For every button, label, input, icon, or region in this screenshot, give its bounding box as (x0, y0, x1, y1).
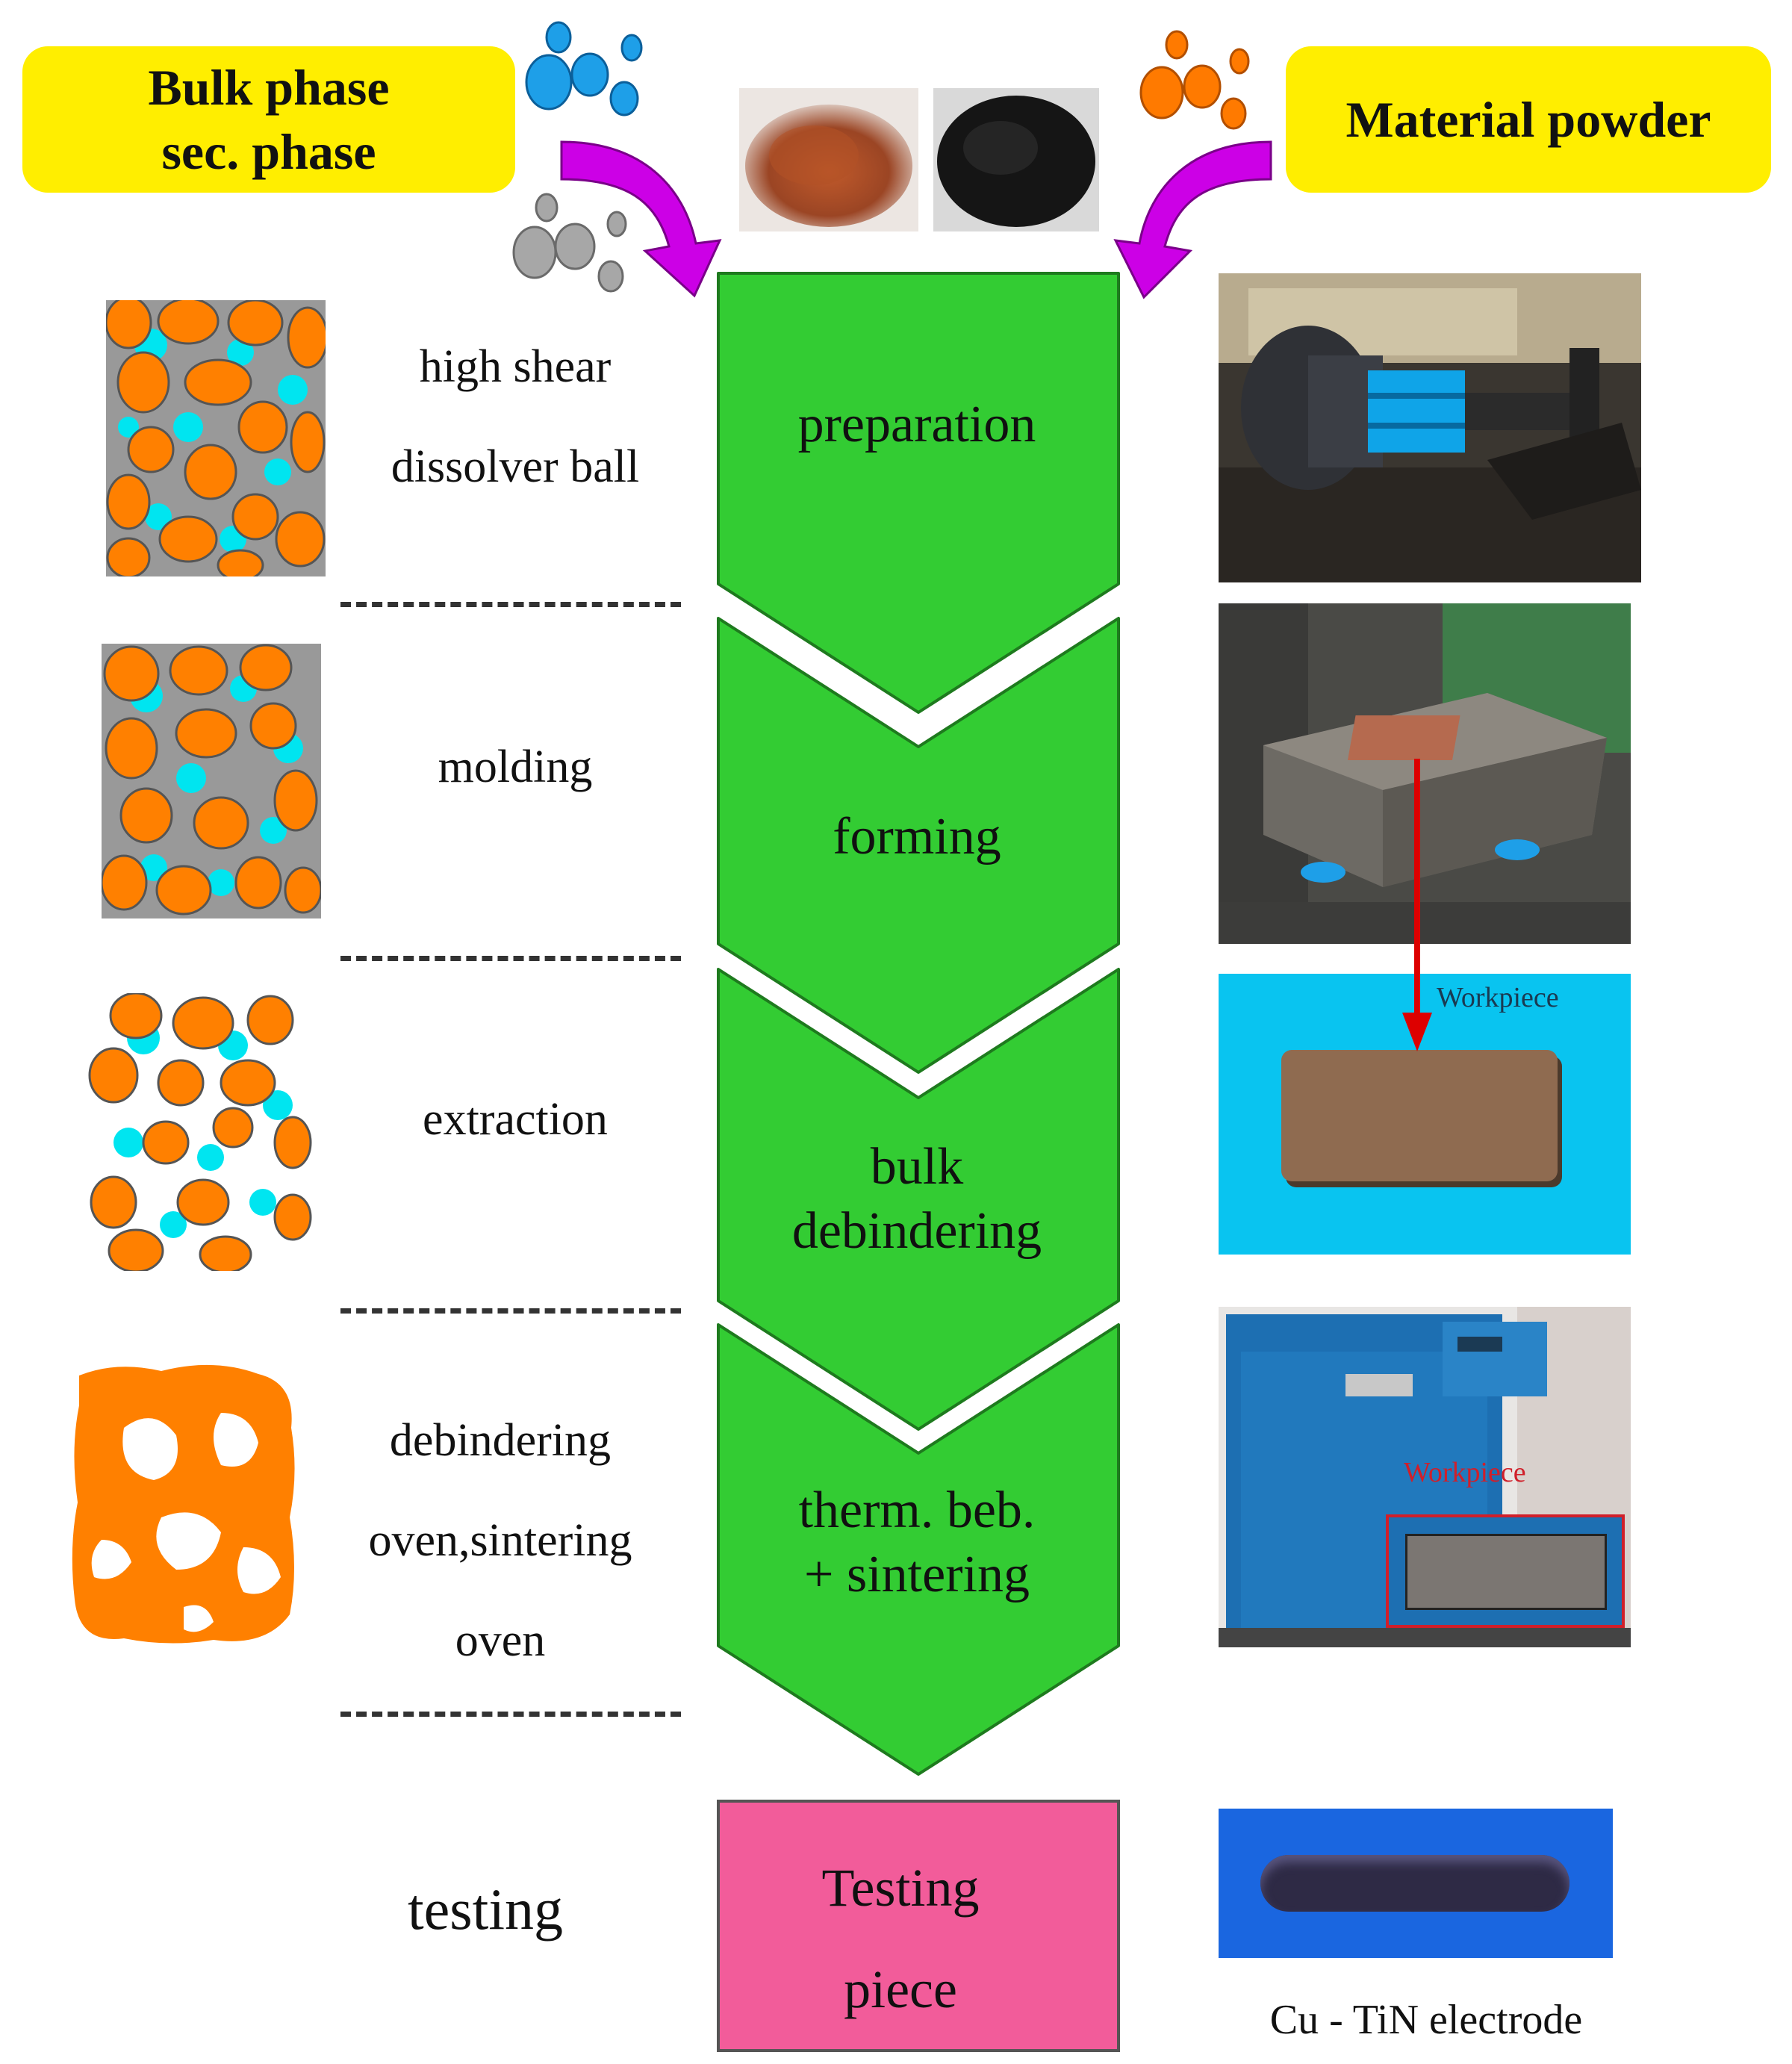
step-label-testing-piece: Testing piece (821, 1858, 980, 2019)
material-powder-label: Material powder (1286, 46, 1771, 193)
electrode-caption: Cu - TiN electrode (1269, 1997, 1583, 2043)
step-label-bulk-debindering: bulk debindering (791, 1138, 1042, 1260)
side-text-bulk-debindering: extraction (423, 1094, 608, 1145)
side-text-sintering: debindering oven,sintering oven (368, 1415, 632, 1666)
curved-arrow-icon (560, 140, 722, 298)
bulk-phase-label: Bulk phase sec. phase (22, 46, 515, 193)
microstructure-molded (102, 644, 321, 918)
microstructure-extracted (84, 993, 312, 1271)
step-chevron-bulk-debindering (717, 968, 1120, 1431)
copper-powder-photo (739, 88, 918, 231)
blue-bubbles-icon (525, 21, 643, 116)
step-chevron-preparation (717, 272, 1120, 714)
electrode-rod (1260, 1855, 1569, 1912)
tin-powder-photo (933, 88, 1099, 231)
mold-press-photo (1219, 603, 1631, 944)
step-chevron-sintering (717, 1323, 1120, 1776)
step-label-preparation: preparation (797, 396, 1036, 453)
microstructure-sintered (72, 1364, 295, 1644)
workpiece-label: Workpiece (1437, 982, 1559, 1013)
microstructure-mixed (106, 300, 326, 576)
separator-line (340, 956, 681, 961)
oven-workpiece-label: Workpiece (1404, 1457, 1526, 1488)
step-chevron-forming (717, 617, 1120, 1074)
curved-arrow-icon (1113, 140, 1272, 299)
electrode-photo (1219, 1809, 1613, 1958)
separator-line (340, 1712, 681, 1717)
step-label-sintering: therm. beb. + sintering (798, 1482, 1036, 1603)
header-decorations (512, 21, 1272, 299)
separator-line (340, 1308, 681, 1314)
workpiece-photo: Workpiece (1219, 974, 1631, 1255)
orange-bubbles-icon (1139, 30, 1250, 130)
side-text-testing: testing (408, 1877, 563, 1942)
separator-line (340, 602, 681, 607)
oven-workpiece-inset (1386, 1514, 1625, 1628)
side-text-preparation: high shear dissolver ball (391, 341, 640, 492)
ball-mill-photo (1219, 273, 1641, 582)
grey-bubbles-icon (512, 193, 627, 293)
red-arrow-icon (1402, 759, 1432, 1051)
sintering-oven-photo (1219, 1307, 1631, 1647)
testing-piece-box (717, 1800, 1120, 2052)
step-label-forming: forming (833, 808, 1001, 865)
workpiece-block (1281, 1050, 1558, 1181)
side-text-forming: molding (438, 742, 593, 792)
oven-workpiece-block (1405, 1534, 1607, 1610)
